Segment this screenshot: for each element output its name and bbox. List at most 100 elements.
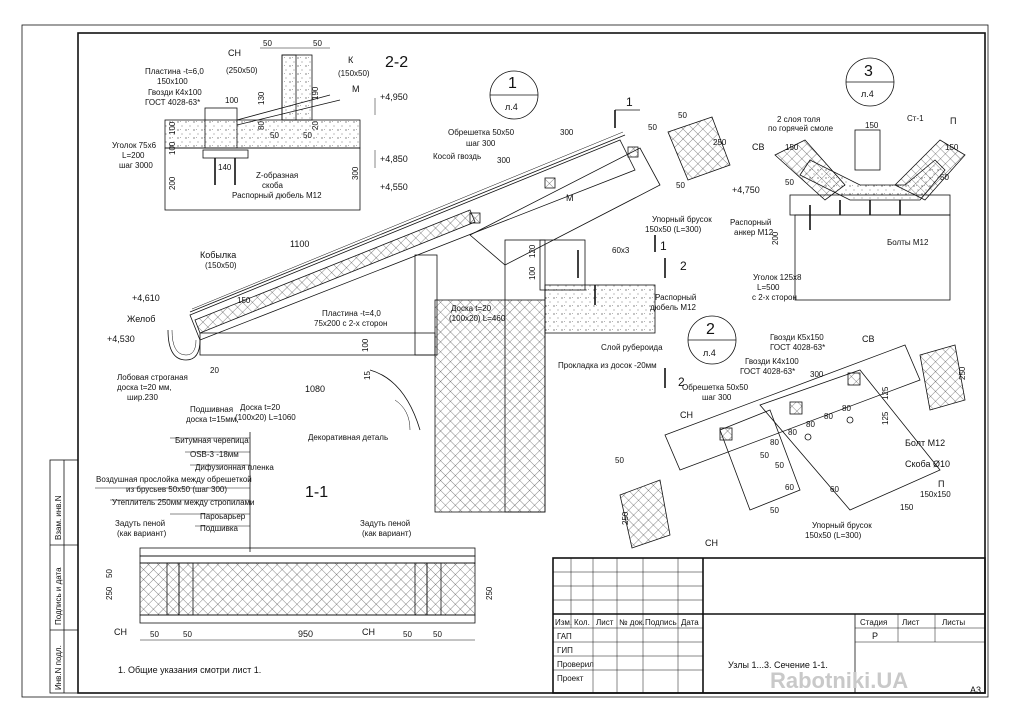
- sheet-trim: [21, 24, 989, 698]
- n2-dim-10: 50: [760, 451, 769, 460]
- s22-dim-10: 100: [168, 121, 177, 135]
- section-mark-2a: 2: [680, 259, 687, 273]
- main-stop-bar-size: 150х50 (L=300): [645, 225, 702, 234]
- n3-bolts: Болты М12: [887, 238, 929, 247]
- watermark: Rabotniki.UA: [770, 668, 908, 693]
- main-board: Доска t=20: [451, 304, 492, 313]
- tb-sheet-label: Лист: [902, 618, 920, 627]
- tb-role-checked: Проверил: [557, 660, 594, 669]
- tb-role-gap: ГАП: [557, 632, 572, 641]
- n2-dim-12: 60: [785, 483, 794, 492]
- callout-3: 3 л.4: [845, 57, 895, 107]
- layer-7: Пароьарьер: [200, 512, 246, 521]
- tb-stage-value: Р: [872, 631, 878, 641]
- main-dim-2: 300: [497, 156, 511, 165]
- s22-k-size: (150x50): [338, 69, 370, 78]
- n2-sv: СВ: [862, 334, 875, 344]
- s22-plate-size: 150x100: [157, 77, 188, 86]
- layers-dim-5: 950: [298, 629, 313, 639]
- main-decor: Декоративная деталь: [308, 433, 388, 442]
- main-gutter: Желоб: [127, 314, 155, 324]
- n2-dim-1: 300: [810, 370, 824, 379]
- n2-dim-4: 125: [881, 411, 890, 425]
- s22-dim-1: 50: [263, 39, 272, 48]
- section-1-1: 1-1 Битумная черепица OSB-3 -18мм Дифузи…: [95, 432, 494, 641]
- tb-sheets-label: Листы: [942, 618, 965, 627]
- s22-dim-9: 20: [311, 121, 320, 130]
- layers-dim-6: 50: [403, 630, 412, 639]
- main-ruberoid: Слой рубероида: [601, 343, 663, 352]
- tb-header-date: Дата: [681, 618, 699, 627]
- stamp-original-inv: Инв.N подл.: [54, 645, 63, 690]
- n2-nails2: Гвозди К4х100: [745, 357, 799, 366]
- main-dim-4: 50: [678, 111, 687, 120]
- drawing-frame: [77, 32, 986, 694]
- main-sv: СВ: [752, 142, 765, 152]
- layers-dim-4: 50: [183, 630, 192, 639]
- main-kobylka-size: (150х50): [205, 261, 237, 270]
- main-lathing: Обрешетка 50х50: [448, 128, 515, 137]
- layers-dim-7: 50: [433, 630, 442, 639]
- main-dim-6: 50: [676, 181, 685, 190]
- layer-3: Дифузионная пленка: [195, 463, 274, 472]
- layer-8: Подшивка: [200, 524, 239, 533]
- n2-dim-11: 50: [775, 461, 784, 470]
- n2-dim-13: 60: [830, 485, 839, 494]
- section-2-2-title: 2-2: [385, 54, 408, 71]
- tb-title: Узлы 1...3. Сечение 1-1.: [728, 660, 828, 670]
- n2-sn: СН: [680, 410, 693, 420]
- s22-dim-5: 100: [225, 96, 239, 105]
- s22-m: М: [352, 84, 360, 94]
- foam-1b: (как вариант): [117, 529, 167, 538]
- node-2-detail: Гвозди К5х150 ГОСТ 4028-63* Гвозди К4х10…: [615, 333, 967, 549]
- n2-nails1: Гвозди К5х150: [770, 333, 824, 342]
- main-dim-5: 250: [713, 138, 727, 147]
- n3-p: П: [950, 116, 956, 126]
- n2-dim-6: 80: [788, 428, 797, 437]
- n2-clip: Скоба Ø10: [905, 459, 950, 469]
- section-mark-2b: 2: [678, 375, 685, 389]
- stamp-signature-date: Подпись и дата: [54, 567, 63, 625]
- main-gasket: Прокладка из досок -20мм: [558, 361, 657, 370]
- layer-6: Утеплитель 250мм между стропилами: [112, 498, 255, 507]
- stamp-replacement-inv: Взам. инв.N: [54, 495, 63, 540]
- n2-p: П: [938, 479, 944, 489]
- s22-anchor: Распорный дюбель М12: [232, 191, 322, 200]
- s22-angle: Уголок 75х6: [112, 141, 157, 150]
- s22-dim-14: 300: [351, 166, 360, 180]
- callout-1-sheet: л.4: [505, 102, 518, 112]
- n3-anchor2: анкер М12: [734, 228, 774, 237]
- foam-2: Задуть пеной: [360, 519, 410, 528]
- layers-dim-3: 50: [150, 630, 159, 639]
- n2-dim-15: 50: [615, 456, 624, 465]
- level-4950: +4,950: [380, 92, 408, 102]
- n3-angle-sides: с 2-х сторон: [752, 293, 797, 302]
- n3-st: Ст-1: [907, 114, 924, 123]
- main-nail: Косой гвоздь: [433, 152, 481, 161]
- s22-zbracket2: скоба: [262, 181, 283, 190]
- callout-2-sheet: л.4: [703, 348, 716, 358]
- s22-angle-step: шаг 3000: [119, 161, 153, 170]
- n3-dim-6: 200: [771, 231, 780, 245]
- s22-nails: Гвозди К4х100: [148, 88, 202, 97]
- main-eave-detail: СВ Обрешетка 50х50 шаг 300 Косой гвоздь …: [107, 111, 765, 513]
- n3-dim-5: 50: [940, 173, 949, 182]
- n2-dim-5: 80: [770, 438, 779, 447]
- callout-3-sheet: л.4: [861, 89, 874, 99]
- n3-angle-len: L=500: [757, 283, 780, 292]
- sheet-format-label: A3: [970, 685, 981, 695]
- s22-sn: СН: [228, 48, 241, 58]
- level-4750: +4,750: [732, 185, 760, 195]
- section-2-2: 2-2 50 50 50 50 100 130 190 80 20 100 10…: [112, 39, 408, 211]
- main-screw: 60х3: [612, 246, 630, 255]
- n3-dim-3: 150: [945, 143, 959, 152]
- callout-2: 2 л.4: [687, 315, 737, 365]
- n3-roofing: 2 слоя толя: [777, 115, 820, 124]
- n2-lathing-step: шаг 300: [702, 393, 732, 402]
- callout-1-num: 1: [508, 75, 517, 92]
- main-plate-size: 75х200 с 2-х сторон: [314, 319, 387, 328]
- main-anchor2: дюбель М12: [650, 303, 697, 312]
- main-dim-8: 150: [237, 296, 251, 305]
- s22-dim-8: 80: [257, 121, 266, 130]
- n2-dim-8: 80: [824, 412, 833, 421]
